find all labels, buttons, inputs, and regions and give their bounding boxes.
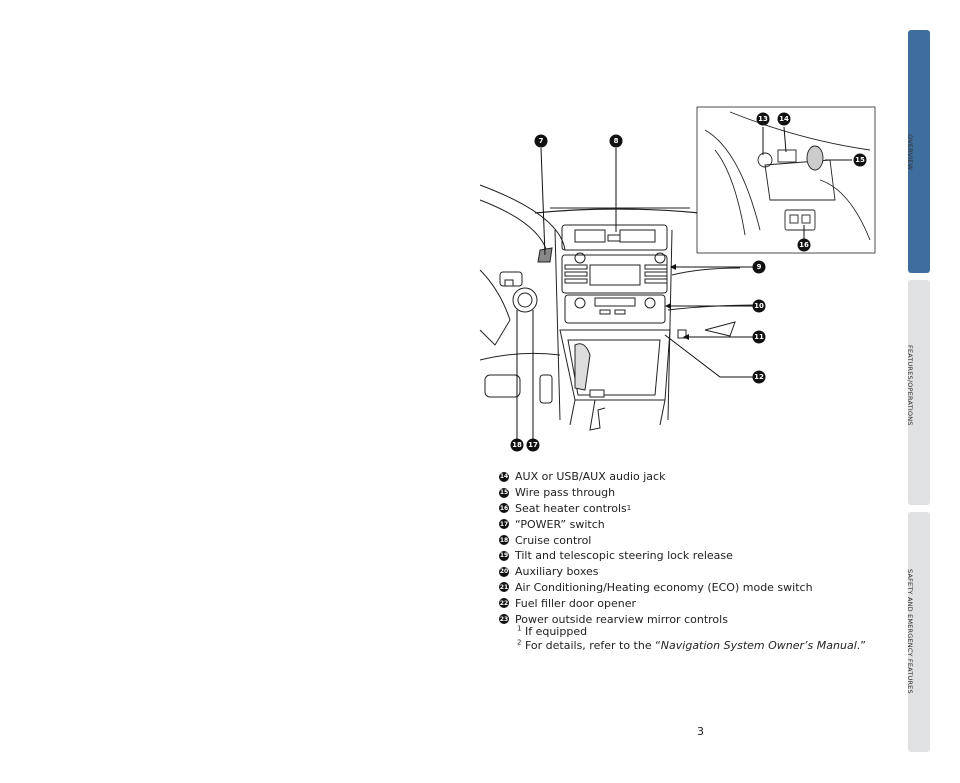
number-badge: 20 bbox=[499, 566, 509, 577]
list-item-text: Seat heater controls bbox=[515, 501, 627, 515]
list-item: 15 Wire pass through bbox=[499, 485, 813, 501]
feature-list: 14 AUX or USB/AUX audio jack 15 Wire pass … bbox=[499, 469, 813, 627]
list-item: 14 AUX or USB/AUX audio jack bbox=[499, 469, 813, 485]
footnote-2: 2 For details, refer to the “Navigation … bbox=[517, 639, 866, 653]
list-item-text: Air Conditioning/Heating economy (ECO) m… bbox=[515, 580, 813, 594]
footnotes: 1 If equipped 2 For details, refer to th… bbox=[517, 625, 866, 653]
callout-17: 17 bbox=[528, 441, 538, 449]
list-item-text: Tilt and telescopic steering lock releas… bbox=[515, 549, 733, 563]
list-item: 18 Cruise control bbox=[499, 532, 813, 548]
callout-9: 9 bbox=[757, 263, 762, 271]
list-item-text: AUX or USB/AUX audio jack bbox=[515, 470, 666, 484]
number-badge: 19 bbox=[499, 550, 509, 561]
callout-15: 15 bbox=[855, 156, 865, 164]
footnote-suffix: .” bbox=[856, 639, 866, 652]
number-badge: 16 bbox=[499, 503, 509, 514]
tab-overview[interactable] bbox=[908, 30, 930, 273]
list-item: 20 Auxiliary boxes bbox=[499, 564, 813, 580]
callout-10: 10 bbox=[754, 302, 764, 310]
number-badge: 21 bbox=[499, 582, 509, 593]
number-badge: 14 bbox=[499, 471, 509, 482]
number-badge: 22 bbox=[499, 598, 509, 609]
number-badge: 18 bbox=[499, 535, 509, 546]
callout-13: 13 bbox=[758, 115, 768, 123]
footnote-text: If equipped bbox=[524, 625, 588, 638]
footnote-text: For details, refer to the “ bbox=[524, 639, 661, 652]
number-badge: 23 bbox=[499, 614, 509, 625]
page-number: 3 bbox=[697, 725, 704, 738]
list-item: 23 Power outside rearview mirror controls bbox=[499, 611, 813, 627]
list-item-text: Cruise control bbox=[515, 533, 592, 547]
footnote-mark: 2 bbox=[517, 638, 522, 647]
callout-12: 12 bbox=[754, 373, 764, 381]
footnote-mark: 1 bbox=[517, 624, 522, 633]
list-item-text: Auxiliary boxes bbox=[515, 565, 599, 579]
manual-title: Navigation System Owner’s Manual bbox=[660, 639, 857, 652]
callout-18: 18 bbox=[512, 441, 522, 449]
list-item-text: Power outside rearview mirror controls bbox=[515, 612, 728, 626]
callout-7: 7 bbox=[539, 137, 544, 145]
list-item-text: Fuel filler door opener bbox=[515, 596, 637, 610]
tab-features-operations[interactable] bbox=[908, 280, 930, 505]
callout-8: 8 bbox=[614, 137, 619, 145]
footnote-1: 1 If equipped bbox=[517, 625, 866, 639]
number-badge: 15 bbox=[499, 487, 509, 498]
list-item-text: Wire pass through bbox=[515, 486, 616, 500]
callout-16: 16 bbox=[799, 241, 809, 249]
callout-14: 14 bbox=[779, 115, 789, 123]
list-item: 19 Tilt and telescopic steering lock rele… bbox=[499, 548, 813, 564]
list-item: 17 “POWER” switch bbox=[499, 516, 813, 532]
tab-safety-emergency[interactable] bbox=[908, 512, 930, 752]
list-item: 21 Air Conditioning/Heating economy (ECO)… bbox=[499, 580, 813, 596]
list-item-text: “POWER” switch bbox=[515, 517, 605, 531]
callout-11: 11 bbox=[754, 333, 764, 341]
number-badge: 17 bbox=[499, 519, 509, 530]
list-item: 22 Fuel filler door opener bbox=[499, 595, 813, 611]
